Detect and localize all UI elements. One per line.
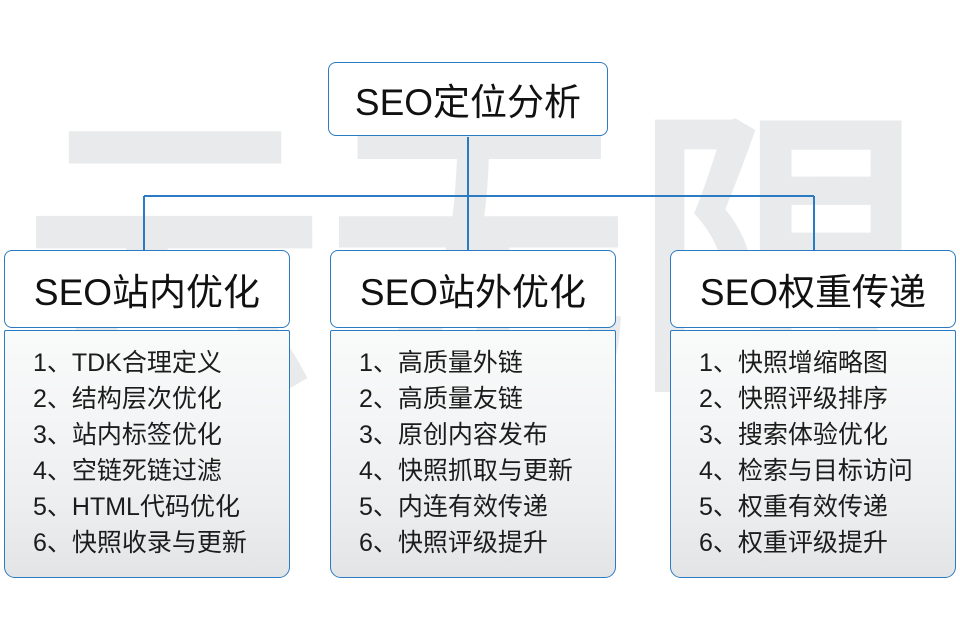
branch-column-2: SEO站外优化 1、高质量外链 2、高质量友链 3、原创内容发布 4、快照抓取与…: [330, 250, 616, 578]
list-item-index: 3、: [359, 421, 398, 449]
list-item: 3、搜索体验优化: [699, 417, 955, 453]
list-item-text: 空链死链过滤: [71, 457, 222, 485]
list-item-index: 4、: [359, 457, 398, 485]
list-item-text: 权重评级提升: [737, 529, 888, 557]
list-item-text: 快照评级提升: [397, 529, 548, 557]
list-item-text: 快照评级排序: [737, 385, 888, 413]
list-item: 5、HTML代码优化: [33, 489, 289, 525]
list-item-index: 3、: [33, 421, 72, 449]
list-item-text: 结构层次优化: [71, 385, 222, 413]
list-item: 1、TDK合理定义: [33, 345, 289, 381]
list-item: 4、快照抓取与更新: [359, 453, 615, 489]
branch-header-3[interactable]: SEO权重传递: [670, 250, 956, 328]
branch-header-label-2: SEO站外优化: [359, 272, 587, 313]
list-item: 4、空链死链过滤: [33, 453, 289, 489]
list-item: 2、结构层次优化: [33, 381, 289, 417]
branch-header-label-3: SEO权重传递: [699, 272, 927, 313]
list-item: 3、站内标签优化: [33, 417, 289, 453]
list-item-text: 高质量友链: [397, 385, 523, 413]
list-item-text: HTML代码优化: [71, 493, 240, 521]
branch-header-label-1: SEO站内优化: [33, 272, 261, 313]
list-item: 1、高质量外链: [359, 345, 615, 381]
list-item: 3、原创内容发布: [359, 417, 615, 453]
list-item-index: 2、: [699, 385, 738, 413]
list-item-index: 1、: [359, 349, 398, 377]
list-item-text: 原创内容发布: [397, 421, 548, 449]
list-item-index: 1、: [699, 349, 738, 377]
branch-list-3: 1、快照增缩略图 2、快照评级排序 3、搜索体验优化 4、检索与目标访问 5、权…: [671, 345, 955, 561]
list-item-index: 5、: [699, 493, 738, 521]
list-item: 2、高质量友链: [359, 381, 615, 417]
list-item-index: 6、: [33, 529, 72, 557]
branch-column-1: SEO站内优化 1、TDK合理定义 2、结构层次优化 3、站内标签优化 4、空链…: [4, 250, 290, 578]
list-item-text: 高质量外链: [397, 349, 523, 377]
list-item: 5、权重有效传递: [699, 489, 955, 525]
list-item: 6、权重评级提升: [699, 525, 955, 561]
branch-body-2: 1、高质量外链 2、高质量友链 3、原创内容发布 4、快照抓取与更新 5、内连有…: [330, 330, 616, 578]
list-item-index: 5、: [33, 493, 72, 521]
branch-header-1[interactable]: SEO站内优化: [4, 250, 290, 328]
list-item-index: 2、: [33, 385, 72, 413]
list-item: 4、检索与目标访问: [699, 453, 955, 489]
list-item: 5、内连有效传递: [359, 489, 615, 525]
root-node[interactable]: SEO定位分析: [328, 62, 608, 136]
list-item-text: 搜索体验优化: [737, 421, 888, 449]
list-item-index: 4、: [33, 457, 72, 485]
list-item-index: 3、: [699, 421, 738, 449]
root-node-label: SEO定位分析: [354, 82, 582, 123]
list-item-text: 快照抓取与更新: [397, 457, 573, 485]
list-item: 6、快照收录与更新: [33, 525, 289, 561]
branch-list-2: 1、高质量外链 2、高质量友链 3、原创内容发布 4、快照抓取与更新 5、内连有…: [331, 345, 615, 561]
list-item-text: 检索与目标访问: [737, 457, 913, 485]
list-item-index: 4、: [699, 457, 738, 485]
list-item-index: 2、: [359, 385, 398, 413]
list-item-index: 1、: [33, 349, 72, 377]
list-item-text: 快照增缩略图: [737, 349, 888, 377]
list-item-text: 内连有效传递: [397, 493, 548, 521]
list-item: 2、快照评级排序: [699, 381, 955, 417]
list-item: 6、快照评级提升: [359, 525, 615, 561]
branch-column-3: SEO权重传递 1、快照增缩略图 2、快照评级排序 3、搜索体验优化 4、检索与…: [670, 250, 956, 578]
list-item-index: 6、: [699, 529, 738, 557]
list-item-text: TDK合理定义: [71, 349, 222, 377]
branch-body-3: 1、快照增缩略图 2、快照评级排序 3、搜索体验优化 4、检索与目标访问 5、权…: [670, 330, 956, 578]
branch-body-1: 1、TDK合理定义 2、结构层次优化 3、站内标签优化 4、空链死链过滤 5、H…: [4, 330, 290, 578]
list-item-text: 站内标签优化: [71, 421, 222, 449]
list-item-text: 权重有效传递: [737, 493, 888, 521]
list-item-index: 5、: [359, 493, 398, 521]
branch-list-1: 1、TDK合理定义 2、结构层次优化 3、站内标签优化 4、空链死链过滤 5、H…: [5, 345, 289, 561]
list-item-text: 快照收录与更新: [71, 529, 247, 557]
branch-header-2[interactable]: SEO站外优化: [330, 250, 616, 328]
list-item-index: 6、: [359, 529, 398, 557]
list-item: 1、快照增缩略图: [699, 345, 955, 381]
